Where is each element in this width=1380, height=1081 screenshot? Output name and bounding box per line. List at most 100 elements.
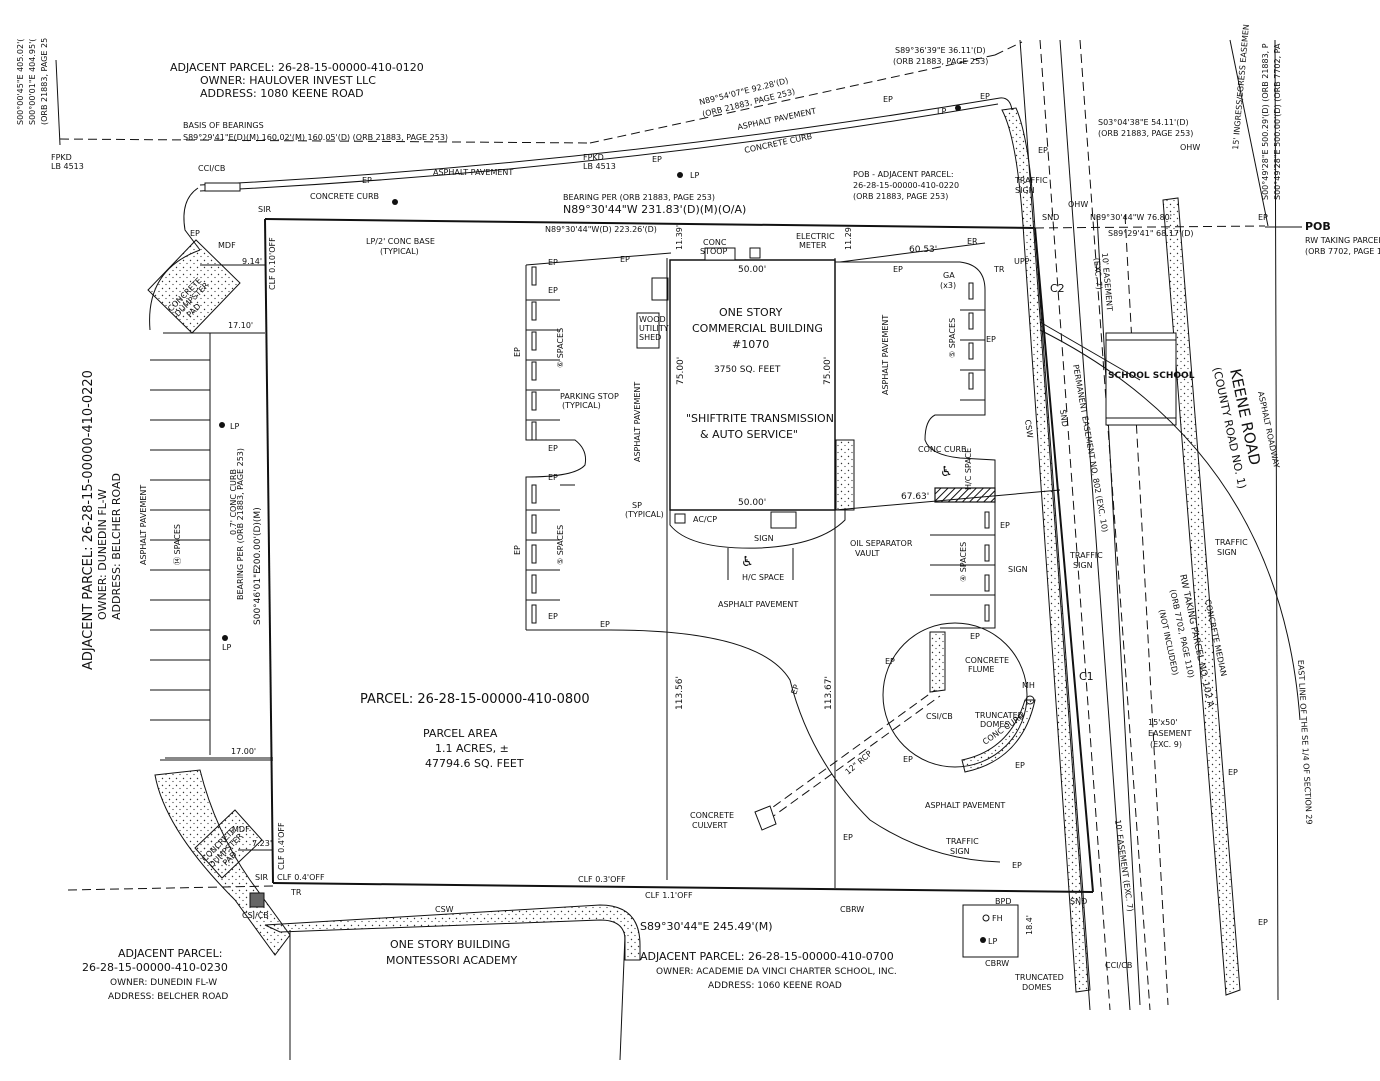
lp-base-label: LP/2' CONC BASE [366, 237, 435, 246]
basis-bearings-title: BASIS OF BEARINGS [183, 121, 264, 130]
asphalt-east: ASPHALT PAVEMENT [881, 315, 890, 395]
easement-10c: 10' EASEMENT (EXC. 7) [1113, 819, 1135, 912]
pob-adj3: (ORB 21883, PAGE 253) [853, 192, 948, 201]
bearing-tl1: S00°00'45"E 405.02'( [16, 39, 25, 125]
bearing-west1: BEARING PER (ORB 21883, PAGE 253) [236, 448, 245, 600]
building-info: ONE STORY COMMERCIAL BUILDING #1070 3750… [676, 265, 834, 508]
wood-shed1: WOOD [639, 315, 666, 324]
adjacent-north-address: ADDRESS: 1080 KEENE ROAD [200, 87, 364, 100]
basis-bearings: S89°29'41"E(D)(M) 160.02'(M) 160.05'(D) … [183, 133, 448, 142]
traffic-sign-n2: SIGN [1015, 186, 1035, 195]
concrete-curb-north: CONCRETE CURB [310, 192, 379, 201]
sign-east: SIGN [1008, 565, 1028, 574]
parking-stop1: PARKING STOP [560, 392, 619, 401]
conc-stoop1: CONC [703, 238, 727, 247]
ohw-1: OHW [1068, 200, 1088, 209]
dim-6763: 67.63' [901, 492, 929, 502]
sir-nw: SIR [258, 205, 271, 214]
csicb-sw: CSI/CB [242, 911, 269, 920]
snd-se: SND [1070, 897, 1087, 906]
spaces-5a: ⑤ SPACES [556, 525, 565, 565]
lp-base-typ: (TYPICAL) [380, 247, 419, 256]
bearing-6817: S89°29'41" 68.17'(D) [1108, 229, 1194, 238]
csw-south: CSW [435, 905, 454, 914]
ep-9: EP [548, 444, 558, 453]
sw-dumpster [154, 769, 291, 956]
handicap-icon: ♿ [940, 464, 953, 480]
adjacent-north-owner: OWNER: HAULOVER INVEST LLC [200, 74, 376, 87]
ep-28: EP [789, 683, 801, 696]
traffic-sign-s1: TRAFFIC [945, 837, 979, 846]
ep-19: EP [1015, 761, 1025, 770]
pob-adj2: 26-28-15-00000-410-0220 [853, 181, 959, 190]
traffic-sign-m1: TRAFFIC [1214, 538, 1248, 547]
building-line3: #1070 [732, 338, 769, 351]
ep-11: EP [548, 612, 558, 621]
truncated1: TRUNCATED [974, 711, 1024, 720]
traffic-sign-m2: SIGN [1217, 548, 1237, 557]
easement-10b: (EXC. 7) [1092, 257, 1104, 290]
truncated3: TRUNCATED [1014, 973, 1064, 982]
pob-sub1: RW TAKING PARCEL [1305, 236, 1380, 245]
adjacent-sw-number: 26-28-15-00000-410-0230 [82, 961, 228, 974]
parcel-title: PARCEL: 26-28-15-00000-410-0800 [360, 692, 590, 707]
building-dim-left: 75.00' [676, 357, 686, 385]
parcel-area-label: PARCEL AREA [423, 727, 498, 740]
ep-4: EP [883, 95, 893, 104]
ep-26: EP [513, 347, 522, 357]
montessori-info: ONE STORY BUILDING MONTESSORI ACADEMY [386, 938, 518, 967]
bearing-east2: (ORB 21883, PAGE 253) [1098, 129, 1193, 138]
adjacent-west-block: ADJACENT PARCEL: 26-28-15-00000-410-0220… [81, 370, 123, 670]
building-line2: COMMERCIAL BUILDING [692, 322, 823, 335]
easement-15c: (EXC. 9) [1150, 740, 1182, 749]
south-sidewalk [264, 904, 1019, 1061]
bpd-label: BPD [995, 897, 1011, 906]
ep-1: EP [190, 229, 200, 238]
dim-914: 9.14' [242, 257, 262, 266]
adjacent-sw-owner: OWNER: DUNEDIN FL-W [110, 978, 217, 988]
adjacent-north-title: ADJACENT PARCEL: 26-28-15-00000-410-0120 [170, 61, 424, 74]
bearing-tl3: (ORB 21883, PAGE 25 [40, 38, 49, 125]
ep-23: EP [1258, 918, 1268, 927]
mdf-2: MDF [232, 825, 250, 834]
ga-label: GA [943, 271, 955, 280]
rcp-pipe [754, 689, 941, 831]
csw-east: CSW [1023, 419, 1035, 439]
bearing-west3: S00°46'01"E [253, 568, 263, 625]
hc-space: H/C SPACE [742, 573, 784, 582]
dim-11367: 113.67' [824, 676, 834, 710]
sir-sw: SIR [255, 873, 268, 882]
hc-space-east: H/C SPACE [964, 448, 973, 490]
ep-2: EP [362, 176, 372, 185]
adjacent-south-owner: OWNER: ACADEMIE DA VINCI CHARTER SCHOOL,… [656, 967, 897, 977]
ep-25: EP [1038, 146, 1048, 155]
ep-24: EP [1258, 213, 1268, 222]
lp-base-icon [392, 199, 398, 205]
ep-21: EP [1012, 861, 1022, 870]
bearing-west2: 200.00'(D)(M) [253, 507, 263, 570]
adjacent-south-address: ADDRESS: 1060 KEENE ROAD [708, 981, 842, 991]
feature-labels: FPKD LB 4513 FPKD LB 4513 ASPHALT PAVEME… [51, 92, 1268, 992]
ep-16: EP [1000, 521, 1010, 530]
adjacent-sw-address: ADDRESS: BELCHER ROAD [108, 992, 228, 1002]
ep-14: EP [986, 335, 996, 344]
east-lot [834, 261, 1061, 773]
accp-label: AC/CP [693, 515, 717, 524]
building-line1: ONE STORY [719, 306, 783, 319]
ep-27: EP [513, 545, 522, 555]
electric-meter2: METER [799, 241, 827, 250]
montessori-line2: MONTESSORI ACADEMY [386, 954, 518, 967]
montessori-line1: ONE STORY BUILDING [390, 938, 510, 951]
concrete-curb-ne: CONCRETE CURB [744, 132, 813, 155]
snd-ne: SND [1042, 213, 1059, 222]
dim-723: 7.23' [252, 839, 272, 848]
traffic-sign-e2: SIGN [1073, 561, 1093, 570]
bearing-north-seg: N89°30'44"W(D) 223.26'(D) [545, 225, 657, 234]
building-dim-right: 75.00' [823, 357, 833, 385]
map-symbols: ♿ ♿ [219, 105, 1035, 943]
dim-11356: 113.56' [675, 676, 685, 710]
ep-3: EP [652, 155, 662, 164]
wood-shed3: SHED [639, 333, 661, 342]
fire-hydrant-icon [982, 914, 990, 922]
oil-sep2: VAULT [855, 549, 880, 558]
